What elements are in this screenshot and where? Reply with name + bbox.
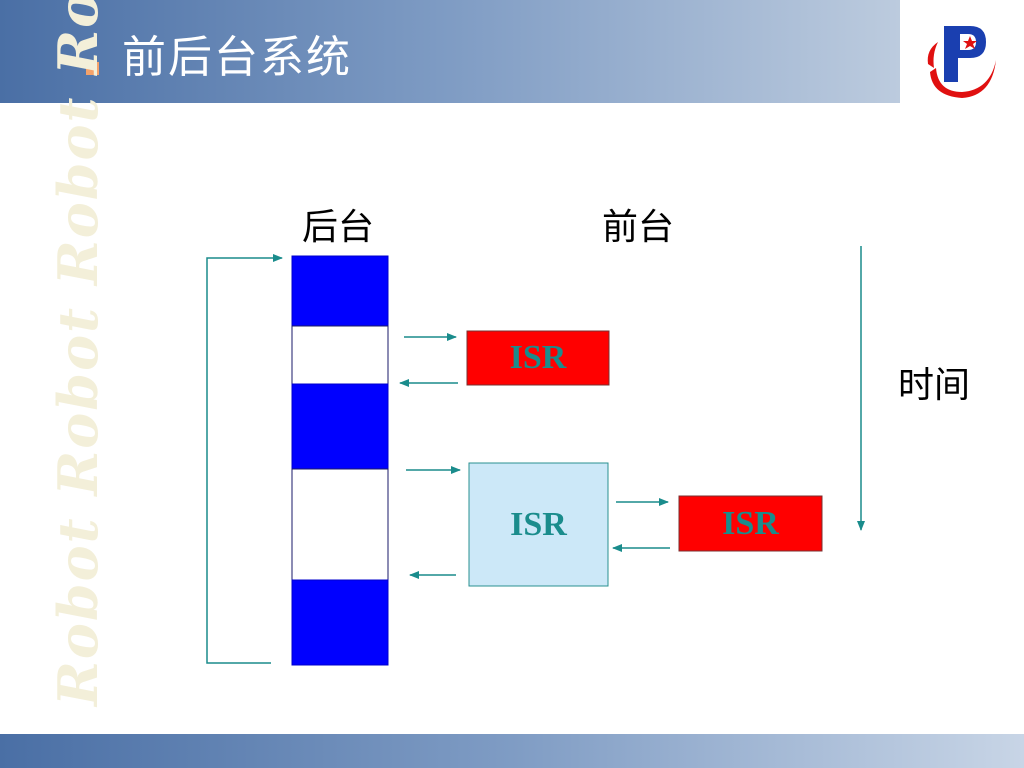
isr-top-label: ISR	[509, 339, 567, 376]
isr-middle-label: ISR	[510, 505, 567, 543]
university-logo-icon	[927, 26, 996, 98]
task-block-2	[291, 383, 389, 470]
task-block-1	[291, 255, 389, 327]
loop-bracket	[206, 254, 283, 664]
foreground-label: 前台	[602, 207, 675, 248]
background-label: 后台	[302, 207, 375, 248]
isr-right-label: ISR	[722, 504, 779, 542]
isr-right-box	[678, 495, 823, 552]
task-gap-2	[291, 468, 389, 581]
isr-middle-box	[468, 462, 609, 587]
bottom-bar	[0, 734, 1024, 768]
task-gap-1	[291, 325, 389, 385]
title-bullet-icon	[86, 62, 99, 75]
page-title: 前后台系统	[122, 32, 352, 83]
time-label: 时间	[898, 365, 971, 406]
title-bar: 前后台系统	[0, 0, 900, 103]
isr-top-box	[466, 330, 610, 386]
task-block-3	[291, 579, 389, 666]
